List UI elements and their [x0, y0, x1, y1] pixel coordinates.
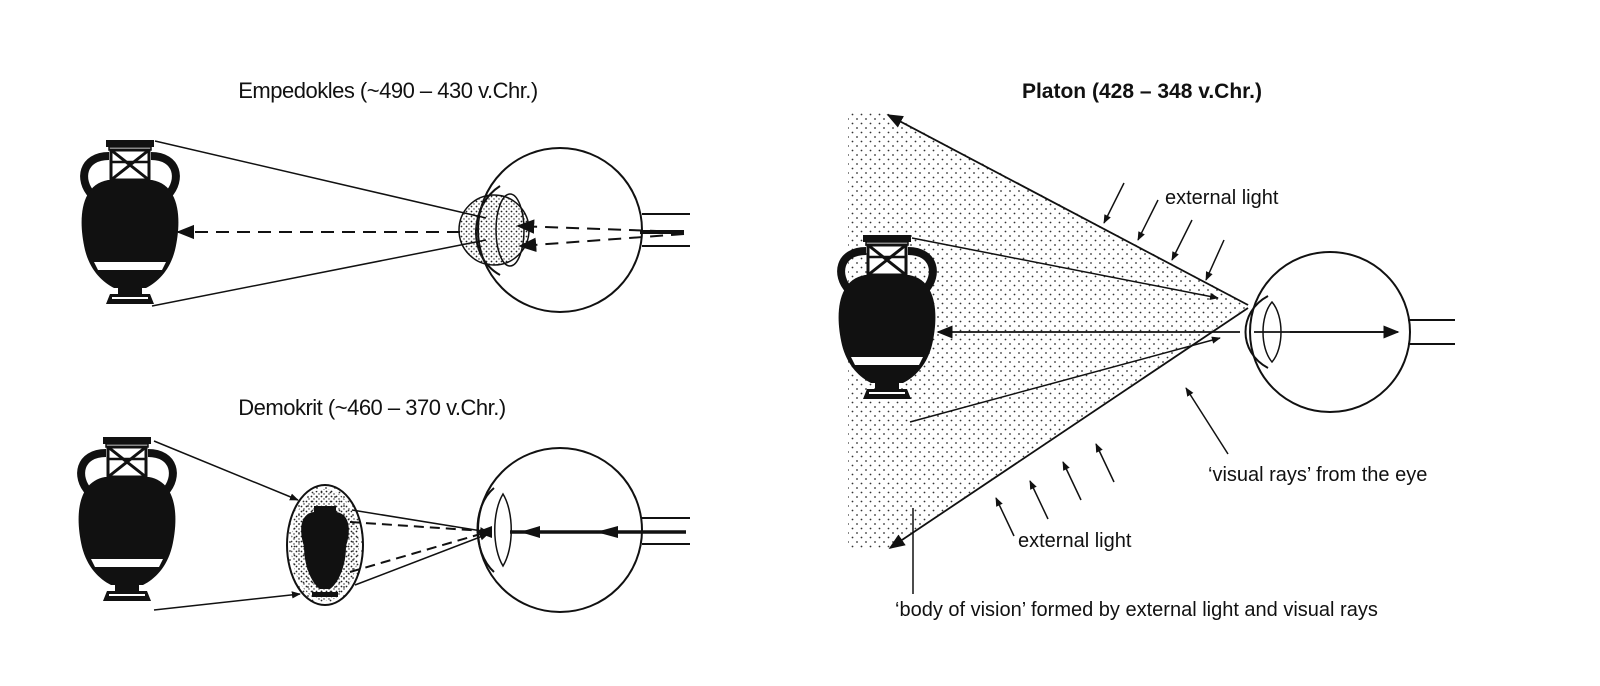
external-light-label-top: external light — [1165, 187, 1279, 209]
platon-title: Platon (428 – 348 v.Chr.) — [1022, 80, 1262, 103]
eye-demokrit — [476, 447, 690, 613]
rays-demokrit — [153, 440, 686, 611]
external-light-arrows-bottom — [995, 443, 1115, 537]
amphora-empedokles — [82, 140, 179, 304]
eidolon-image — [286, 484, 364, 606]
empedokles-title: Empedokles (~490 – 430 v.Chr.) — [238, 78, 538, 103]
amphora-demokrit — [79, 437, 176, 601]
callout-leaders — [912, 387, 1229, 594]
visual-rays-label: ‘visual rays’ from the eye — [1208, 464, 1427, 486]
rays-empedokles — [151, 140, 685, 307]
body-of-vision-cone — [848, 112, 1250, 550]
external-light-label-bottom: external light — [1018, 530, 1132, 552]
body-of-vision-label: ‘body of vision’ formed by external ligh… — [895, 599, 1378, 621]
panel-platon: Platon (428 – 348 v.Chr.) — [839, 80, 1455, 621]
panel-empedokles: Empedokles (~490 – 430 v.Chr.) — [82, 78, 690, 313]
external-light-arrows-top — [1103, 182, 1225, 281]
eye-platon — [1244, 251, 1455, 413]
panel-demokrit: Demokrit (~460 – 370 v.Chr.) — [79, 395, 690, 613]
cone-edges — [886, 114, 1249, 549]
demokrit-title: Demokrit (~460 – 370 v.Chr.) — [238, 395, 505, 420]
